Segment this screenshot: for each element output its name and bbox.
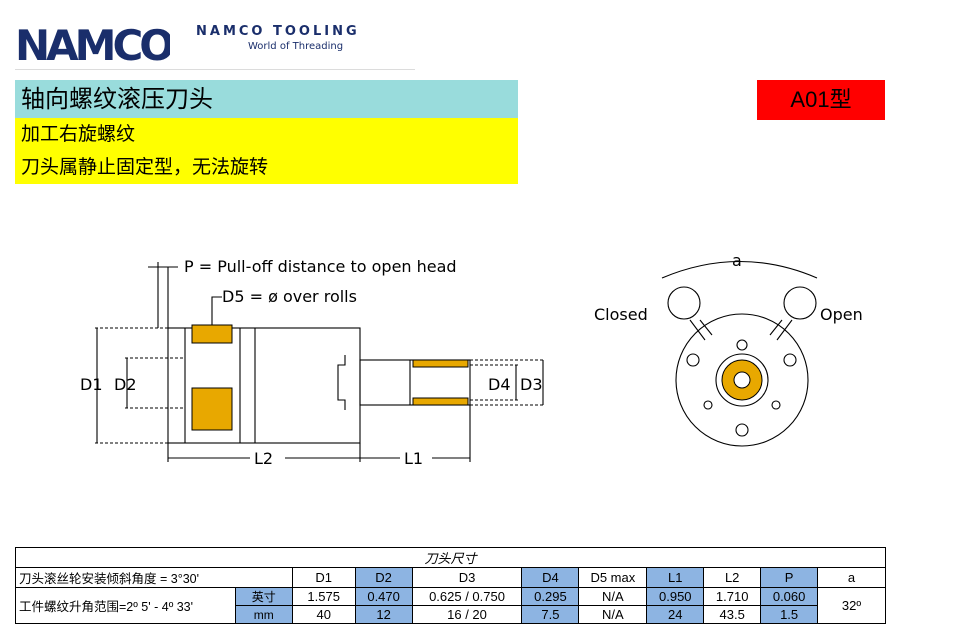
value-cell: 12 xyxy=(354,605,413,624)
header-cell: a xyxy=(817,567,886,588)
front-view-hole xyxy=(736,339,748,351)
feature-item: 刀头属静止固定型，无法旋转 xyxy=(21,156,269,178)
header-cell: L1 xyxy=(646,567,705,588)
value-cell: 1.710 xyxy=(703,587,762,606)
open-handle-arm xyxy=(769,319,783,336)
a-label: a xyxy=(732,251,742,270)
namco-logo-icon: NAMCO xyxy=(15,21,177,70)
closed-handle-arm xyxy=(689,319,706,341)
a-value-cell: 32º xyxy=(817,587,886,624)
feature-item: 加工右旋螺纹 xyxy=(21,123,136,145)
d2-label: D2 xyxy=(114,375,137,394)
product-title: 轴向螺纹滚压刀头 xyxy=(15,80,518,118)
front-view-hole xyxy=(771,400,781,410)
brand-tagline: World of Threading xyxy=(248,41,344,52)
shank-knurl xyxy=(412,359,469,368)
screw-icon xyxy=(735,423,749,437)
value-cell: 0.295 xyxy=(521,587,580,606)
screw-icon xyxy=(783,353,797,367)
value-cell: 24 xyxy=(646,605,705,624)
header-cell: D4 xyxy=(521,567,580,588)
angle-arc xyxy=(661,261,818,279)
shank-knurl xyxy=(412,397,469,406)
value-cell: N/A xyxy=(578,587,648,606)
closed-handle-arm xyxy=(699,319,713,336)
header-cell: D5 max xyxy=(578,567,648,588)
value-cell: 0.470 xyxy=(354,587,413,606)
value-cell: 0.625 / 0.750 xyxy=(411,587,523,606)
closed-label: Closed xyxy=(594,305,648,324)
dimension-table: 刀头尺寸 刀头滚丝轮安装倾斜角度 = 3°30' D1 D2 D3 D4 D5 … xyxy=(15,547,886,624)
open-label: Open xyxy=(820,305,863,324)
thread-roll xyxy=(191,387,233,431)
d5-leader xyxy=(211,296,222,328)
value-cell: N/A xyxy=(578,605,648,624)
d3-label: D3 xyxy=(520,375,543,394)
open-handle-knob xyxy=(783,286,817,320)
logo-text: NAMCO xyxy=(15,22,170,67)
header-cell: P xyxy=(760,567,819,588)
front-view-hole xyxy=(703,400,713,410)
install-angle-label: 刀头滚丝轮安装倾斜角度 = 3°30' xyxy=(15,567,293,588)
value-cell: 0.950 xyxy=(646,587,705,606)
head-slot xyxy=(337,355,346,410)
brand-block: NAMCO TOOLING World of Threading xyxy=(196,24,360,52)
value-cell: 16 / 20 xyxy=(411,605,523,624)
front-view-center xyxy=(733,371,751,389)
l2-label: L2 xyxy=(254,449,273,468)
feature-list: 加工右旋螺纹 刀头属静止固定型，无法旋转 xyxy=(15,118,518,184)
technical-drawing: P = Pull-off distance to open head D5 = … xyxy=(80,251,863,468)
value-cell: 7.5 xyxy=(521,605,580,624)
unit-cell: 英寸 xyxy=(234,587,293,606)
open-handle-arm xyxy=(776,319,793,341)
l1-label: L1 xyxy=(404,449,423,468)
helix-angle-label: 工件螺纹升角范围=2º 5' - 4º 33' xyxy=(15,587,236,624)
brand-name: NAMCO TOOLING xyxy=(196,24,360,39)
value-cell: 1.575 xyxy=(291,587,356,606)
closed-handle-knob xyxy=(667,286,701,320)
thread-roll xyxy=(191,324,233,344)
front-view-body xyxy=(675,313,809,447)
header-cell: D1 xyxy=(291,567,356,588)
front-view-bore xyxy=(715,353,769,407)
value-cell: 0.060 xyxy=(760,587,819,606)
value-cell: 43.5 xyxy=(703,605,762,624)
d5-label: D5 = ø over rolls xyxy=(222,287,357,306)
header-cell: L2 xyxy=(703,567,762,588)
header-divider xyxy=(15,69,415,70)
unit-cell: mm xyxy=(234,605,293,624)
model-badge: A01型 xyxy=(757,80,885,120)
header-cell: D2 xyxy=(354,567,413,588)
table-caption: 刀头尺寸 xyxy=(15,547,886,568)
value-cell: 1.5 xyxy=(760,605,819,624)
header-cell: D3 xyxy=(411,567,523,588)
value-cell: 40 xyxy=(291,605,356,624)
p-label: P = Pull-off distance to open head xyxy=(184,257,457,276)
d4-label: D4 xyxy=(488,375,511,394)
d1-label: D1 xyxy=(80,375,103,394)
namco-logo: NAMCO xyxy=(15,21,177,70)
screw-icon xyxy=(686,353,700,367)
